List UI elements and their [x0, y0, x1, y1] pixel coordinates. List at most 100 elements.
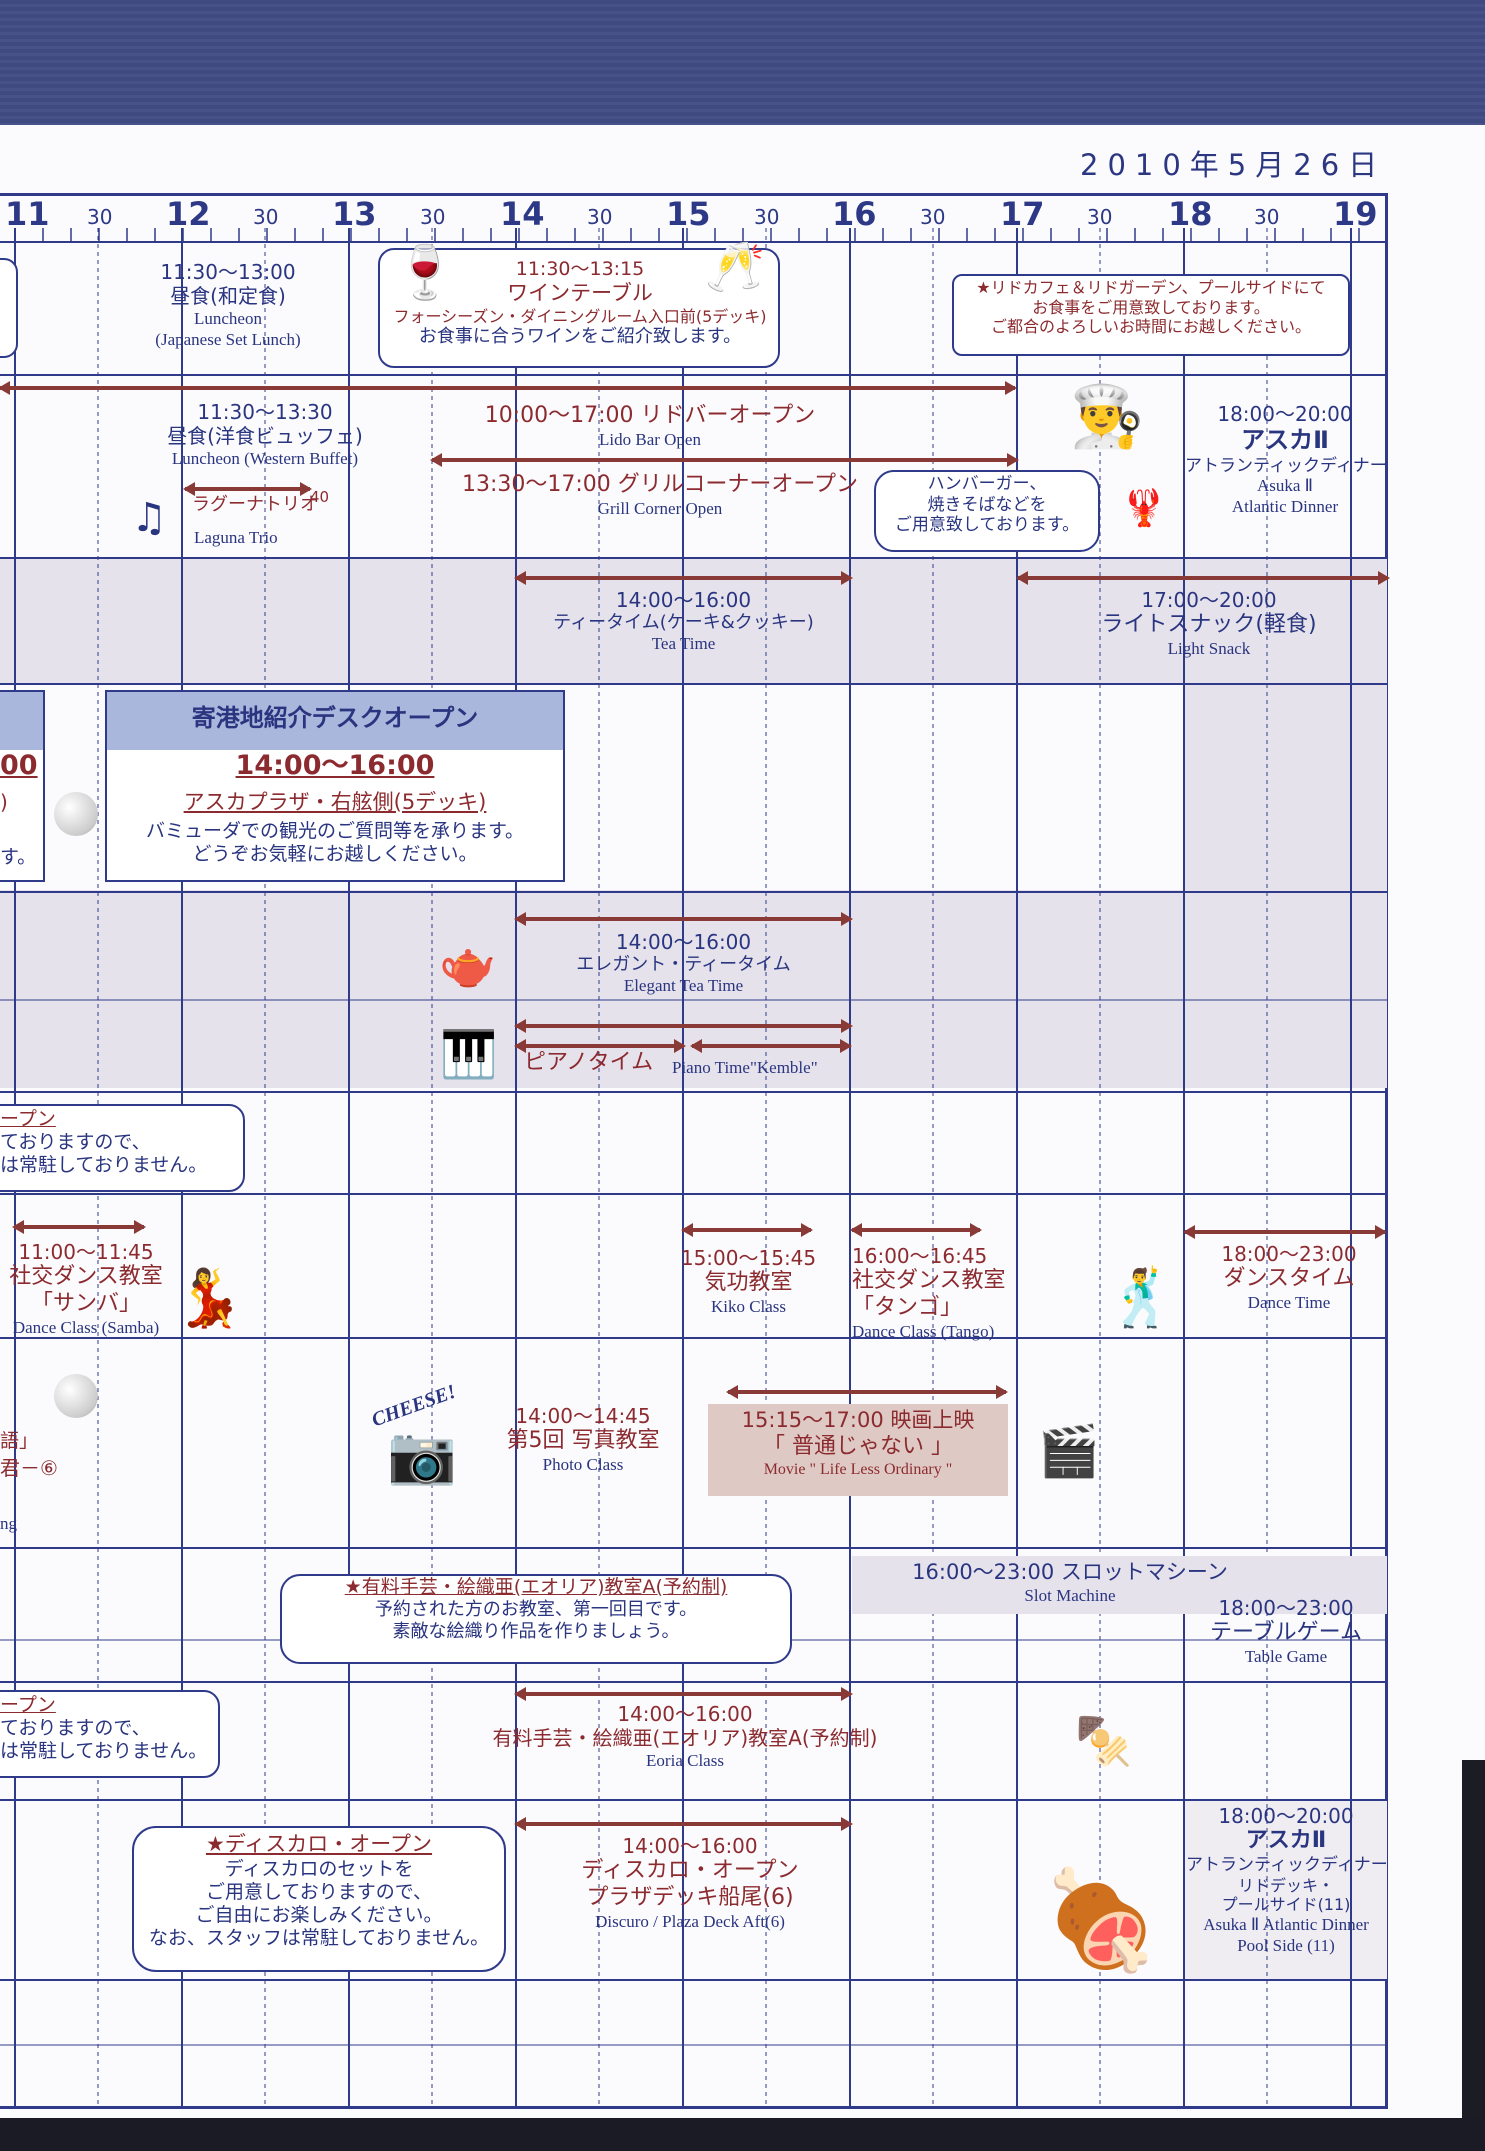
pool-dinner-sub: アトランティックディナー — [1186, 1855, 1388, 1876]
kiko-class: 15:00～15:45 気功教室 Kiko Class — [676, 1246, 821, 1318]
elegant-tea-en: Elegant Tea Time — [623, 976, 744, 996]
left-frag-b: ) — [0, 790, 8, 814]
left-note-2-c: は常駐しておりません。 — [0, 1154, 208, 1177]
half-hour-1330: 30 — [420, 205, 446, 229]
lido-notice: ★リドカフェ＆リドガーデン、プールサイドにて お食事をご用意致しております。 ご… — [952, 278, 1350, 337]
piano-time-en: Piano Time"Kemble" — [672, 1058, 818, 1077]
piano-time-jp: ピアノタイム — [524, 1050, 654, 1075]
arrow-piano-3 — [690, 1039, 852, 1053]
arrow-piano-2 — [514, 1039, 686, 1053]
arrow-tea — [514, 571, 853, 585]
wine-table-place: フォーシーズン・ダイニングルーム入口前(5デッキ) — [393, 306, 767, 326]
samba-time: 11:00～11:45 — [18, 1240, 154, 1264]
skewer-icon: 🍢 — [1075, 1713, 1133, 1768]
pool-dinner-en1: Asuka Ⅱ Atlantic Dinner — [1203, 1914, 1369, 1934]
left-note-fragment-3 — [0, 1690, 220, 1778]
laguna-en: Laguna Trio — [194, 528, 278, 547]
camera-icon: 📷 — [387, 1423, 457, 1488]
wine-glass-icon: 🥂 — [705, 238, 765, 295]
discuro-open: 14:00～16:00 ディスカロ・オープン プラザデッキ船尾(6) Discu… — [540, 1834, 840, 1933]
shade-row-4-right — [1185, 684, 1387, 892]
tango-sub: 「タンゴ」 — [852, 1295, 963, 1321]
arrow-tango — [850, 1223, 982, 1237]
sommelier-icon: 🍷 — [392, 242, 458, 303]
pool-dinner-time: 18:00～20:00 — [1218, 1804, 1354, 1828]
tea-time: 14:00～16:00 ティータイム(ケーキ&クッキー) Tea Time — [516, 588, 851, 655]
burger-note-l1: ハンバーガー、 — [927, 474, 1047, 494]
arrow-eoria — [514, 1687, 853, 1701]
wine-table-card — [378, 248, 780, 368]
dance-tango: 16:00～16:45 社交ダンス教室 「タンゴ」 Dance Class (T… — [852, 1244, 1030, 1343]
samba-en: Dance Class (Samba) — [12, 1318, 160, 1338]
hour-11: 11 — [5, 195, 50, 233]
movie-en: Movie " Life Less Ordinary " — [763, 1461, 953, 1479]
pool-dinner-sub2: リドデッキ・ — [1237, 1875, 1334, 1895]
wine-table-desc: お食事に合うワインをご紹介致します。 — [418, 326, 742, 348]
hour-19: 19 — [1333, 195, 1378, 233]
left-frag-a: 00 — [0, 750, 38, 781]
left-note-3-a: ープン — [0, 1694, 56, 1716]
port-desk-l2: どうぞお気軽にお越しください。 — [192, 843, 478, 866]
atlantic-dinner-en2: Atlantic Dinner — [1231, 497, 1339, 517]
left-note-2-b: ておりますので、 — [0, 1131, 151, 1154]
atlantic-dinner-sub: アトランティックディナー — [1185, 455, 1387, 476]
atlantic-dinner-title: アスカⅡ — [1241, 426, 1329, 455]
hour-13: 13 — [332, 195, 377, 233]
slot-machine: 16:00～23:00 スロットマシーン Slot Machine — [860, 1560, 1280, 1606]
lido-notice-l2: お食事をご用意致しております。 — [1032, 297, 1270, 317]
pool-dinner-title: アスカⅡ — [1245, 1828, 1327, 1854]
slot-en: Slot Machine — [1024, 1585, 1116, 1605]
left-note-fragment-1 — [0, 258, 18, 358]
grill-corner: 13:30～17:00 グリルコーナーオープン Grill Corner Ope… — [450, 472, 870, 520]
port-desk-time: 14:00～16:00 — [235, 750, 435, 781]
samba-title: 社交ダンス教室 — [9, 1264, 163, 1290]
samba-sub: 「サンバ」 — [30, 1291, 141, 1317]
tango-en: Dance Class (Tango) — [852, 1322, 995, 1342]
clapperboard-icon: 🎬 — [1037, 1421, 1101, 1480]
half-hour-1830: 30 — [1254, 205, 1280, 229]
dance-time-time: 18:00～23:00 — [1221, 1242, 1357, 1266]
half-hour-1530: 30 — [754, 205, 780, 229]
dance-time-title: ダンスタイム — [1223, 1266, 1355, 1292]
slot-machine-bg — [852, 1556, 1387, 1614]
discuro-note-l3: ご自由にお楽しみください。 — [195, 1903, 443, 1926]
half-hour-1630: 30 — [920, 205, 946, 229]
pool-dinner: 18:00～20:00 アスカⅡ アトランティックディナー リドデッキ・ プール… — [1186, 1804, 1388, 1956]
hour-18: 18 — [1168, 195, 1213, 233]
arrow-elegant — [514, 912, 853, 926]
lunch-japanese-en2: (Japanese Set Lunch) — [155, 329, 301, 349]
arrow-dance-time — [1183, 1225, 1387, 1239]
wine-table: 11:30～13:15 ワインテーブル フォーシーズン・ダイニングルーム入口前(… — [380, 258, 780, 348]
lido-bar: 10:00～17:00 リドバーオープン Lido Bar Open — [440, 403, 860, 451]
teapot-icon: 🫖 — [439, 936, 497, 991]
eoria-title: 有料手芸・絵織亜(エオリア)教室A(予約制) — [492, 1726, 878, 1751]
arrow-snack — [1016, 571, 1390, 585]
discuro-title: ディスカロ・オープン — [581, 1858, 799, 1884]
arrow-kiko — [681, 1223, 813, 1237]
left-note-3-b: ておりますので、 — [0, 1717, 151, 1740]
lunch-japanese-title: 昼食(和定食) — [170, 284, 286, 309]
left-note-3-c: は常駐しておりません。 — [0, 1740, 208, 1763]
left-frag-8b: 君－⑥ — [0, 1456, 58, 1480]
seafood-icon: 🦞 — [1121, 488, 1167, 529]
arrow-lido-bar — [430, 453, 1019, 467]
port-desk-l1: バミューダでの観光のご質問等を承ります。 — [145, 820, 525, 842]
eoria-note-card — [280, 1574, 792, 1664]
left-desk-fragment-header — [0, 692, 43, 750]
movie-title: 15:15～17:00 映画上映 — [741, 1408, 975, 1432]
port-desk-place: アスカプラザ・右舷側(5デッキ) — [183, 790, 487, 814]
dancers-icon: 💃 — [174, 1266, 244, 1331]
lunch-western-en: Luncheon (Western Buffet) — [171, 448, 359, 468]
left-note-fragment-2 — [0, 1104, 245, 1192]
eoria-note: ★有料手芸・絵織亜(エオリア)教室A(予約制) 予約された方のお教室、第一回目で… — [280, 1576, 792, 1643]
eoria-en: Eoria Class — [646, 1750, 724, 1770]
discuro-note-card — [132, 1826, 506, 1972]
eoria-note-l1: 予約された方のお教室、第一回目です。 — [374, 1599, 698, 1621]
lido-notice-l3: ご都合のよろしいお時間にお越しください。 — [990, 317, 1311, 337]
table-game-title: テーブルゲーム — [1209, 1620, 1363, 1646]
piano-icon: 🎹 — [440, 1026, 498, 1081]
atlantic-dinner: 18:00～20:00 アスカⅡ アトランティックディナー Asuka Ⅱ At… — [1185, 402, 1387, 518]
elegant-tea: 14:00～16:00 エレガント・ティータイム Elegant Tea Tim… — [516, 930, 851, 997]
wine-table-time: 11:30～13:15 — [515, 258, 645, 280]
